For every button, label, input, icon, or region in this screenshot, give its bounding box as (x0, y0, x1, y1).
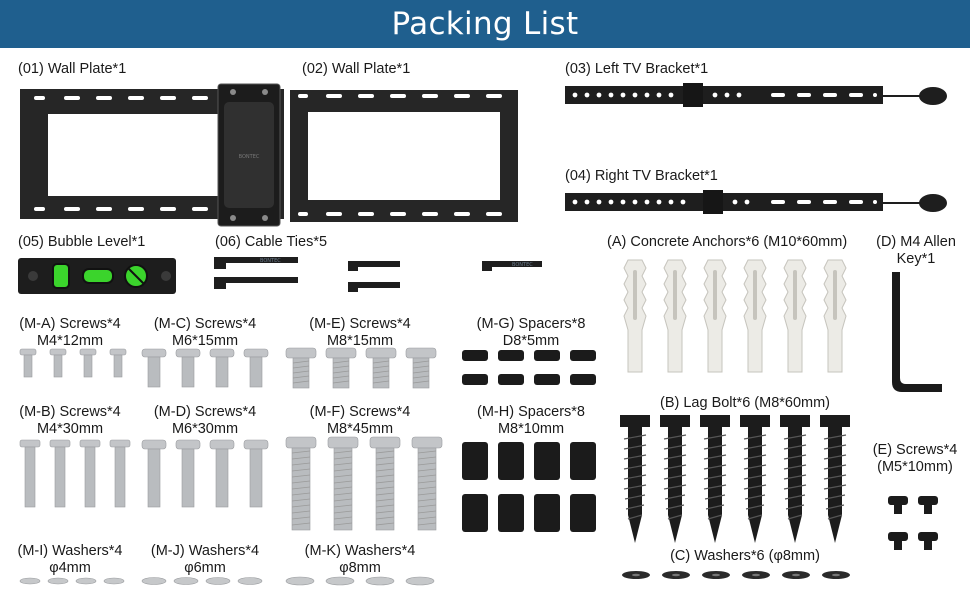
washers-mj-illustration (141, 577, 263, 585)
label-washers-mk-line2: φ8mm (339, 560, 381, 576)
label-left-tv-bracket: (03) Left TV Bracket*1 (565, 61, 709, 77)
screws-mb-illustration (19, 439, 131, 508)
label-cable-ties: (06) Cable Ties*5 (215, 234, 328, 250)
washers-mk-illustration (285, 576, 435, 586)
label-washers-mk-line1: (M-K) Washers*4 (304, 543, 416, 559)
page-title: Packing List (391, 6, 579, 42)
label-screws-mf-line2: M8*45mm (326, 421, 394, 437)
label-spacers-mh-line1: (M-H) Spacers*8 (477, 404, 585, 420)
label-allen-key-line2: Key*1 (896, 251, 936, 267)
bubble-level-illustration (18, 258, 176, 294)
label-allen-key-line1: (D) M4 Allen (876, 234, 956, 250)
label-screws-ma-line1: (M-A) Screws*4 (19, 316, 121, 332)
screws-me-illustration (285, 347, 437, 389)
label-concrete-anchors: (A) Concrete Anchors*6 (M10*60mm) (607, 234, 848, 250)
lag-bolts-illustration (619, 414, 851, 544)
spacers-mh-illustration (462, 442, 596, 532)
screws-ma-illustration (19, 348, 127, 378)
label-screws-mc-line2: M6*15mm (171, 333, 239, 349)
screws-e-illustration (888, 496, 938, 550)
label-screws-mc-line1: (M-C) Screws*4 (153, 316, 257, 332)
spacers-mg-illustration (462, 350, 596, 385)
label-washers-mj-line2: φ6mm (184, 560, 226, 576)
screws-mf-illustration (285, 436, 443, 531)
label-washers-mi-line1: (M-I) Washers*4 (17, 543, 123, 559)
label-spacers-mg-line1: (M-G) Spacers*8 (476, 316, 586, 332)
wall-plate-01-illustration: BONTEC (20, 83, 284, 227)
label-screws-e-line1: (E) Screws*4 (872, 442, 958, 458)
right-tv-bracket-illustration (565, 190, 947, 214)
washers-mi-illustration (19, 577, 125, 585)
label-screws-e-line2: (M5*10mm) (877, 459, 953, 475)
label-screws-me-line1: (M-E) Screws*4 (309, 316, 411, 332)
label-screws-mf-line1: (M-F) Screws*4 (309, 404, 411, 420)
screws-mc-illustration (141, 348, 269, 388)
label-screws-md-line2: M6*30mm (171, 421, 239, 437)
label-wall-plate-01: (01) Wall Plate*1 (18, 61, 127, 77)
label-screws-mb-line1: (M-B) Screws*4 (19, 404, 121, 420)
label-bubble-level: (05) Bubble Level*1 (18, 234, 146, 250)
label-screws-ma-line2: M4*12mm (36, 333, 104, 349)
label-lag-bolt: (B) Lag Bolt*6 (M8*60mm) (659, 395, 831, 411)
cable-ties-illustration: BONTEC BONTEC (214, 257, 542, 292)
allen-key-illustration (892, 272, 942, 392)
label-right-tv-bracket: (04) Right TV Bracket*1 (565, 168, 718, 184)
label-washers-c: (C) Washers*6 (φ8mm) (670, 548, 820, 564)
concrete-anchors-illustration (623, 259, 847, 373)
label-screws-mb-line2: M4*30mm (36, 421, 104, 437)
page-header: Packing List (0, 0, 970, 48)
label-screws-me-line2: M8*15mm (326, 333, 394, 349)
label-spacers-mh-line2: M8*10mm (497, 421, 565, 437)
logo-mark-plate: BONTEC (239, 154, 260, 160)
left-tv-bracket-illustration (565, 83, 947, 107)
label-washers-mi-line2: φ4mm (49, 560, 91, 576)
logo-mark-tie: BONTEC (512, 262, 533, 268)
logo-mark-tie: BONTEC (260, 258, 281, 264)
label-screws-md-line1: (M-D) Screws*4 (153, 404, 257, 420)
washers-c-illustration (622, 571, 850, 579)
label-wall-plate-02: (02) Wall Plate*1 (302, 61, 411, 77)
label-washers-mj-line1: (M-J) Washers*4 (150, 543, 260, 559)
label-spacers-mg-line2: D8*5mm (502, 333, 560, 349)
screws-md-illustration (141, 439, 269, 508)
wall-plate-02-illustration (290, 90, 518, 222)
